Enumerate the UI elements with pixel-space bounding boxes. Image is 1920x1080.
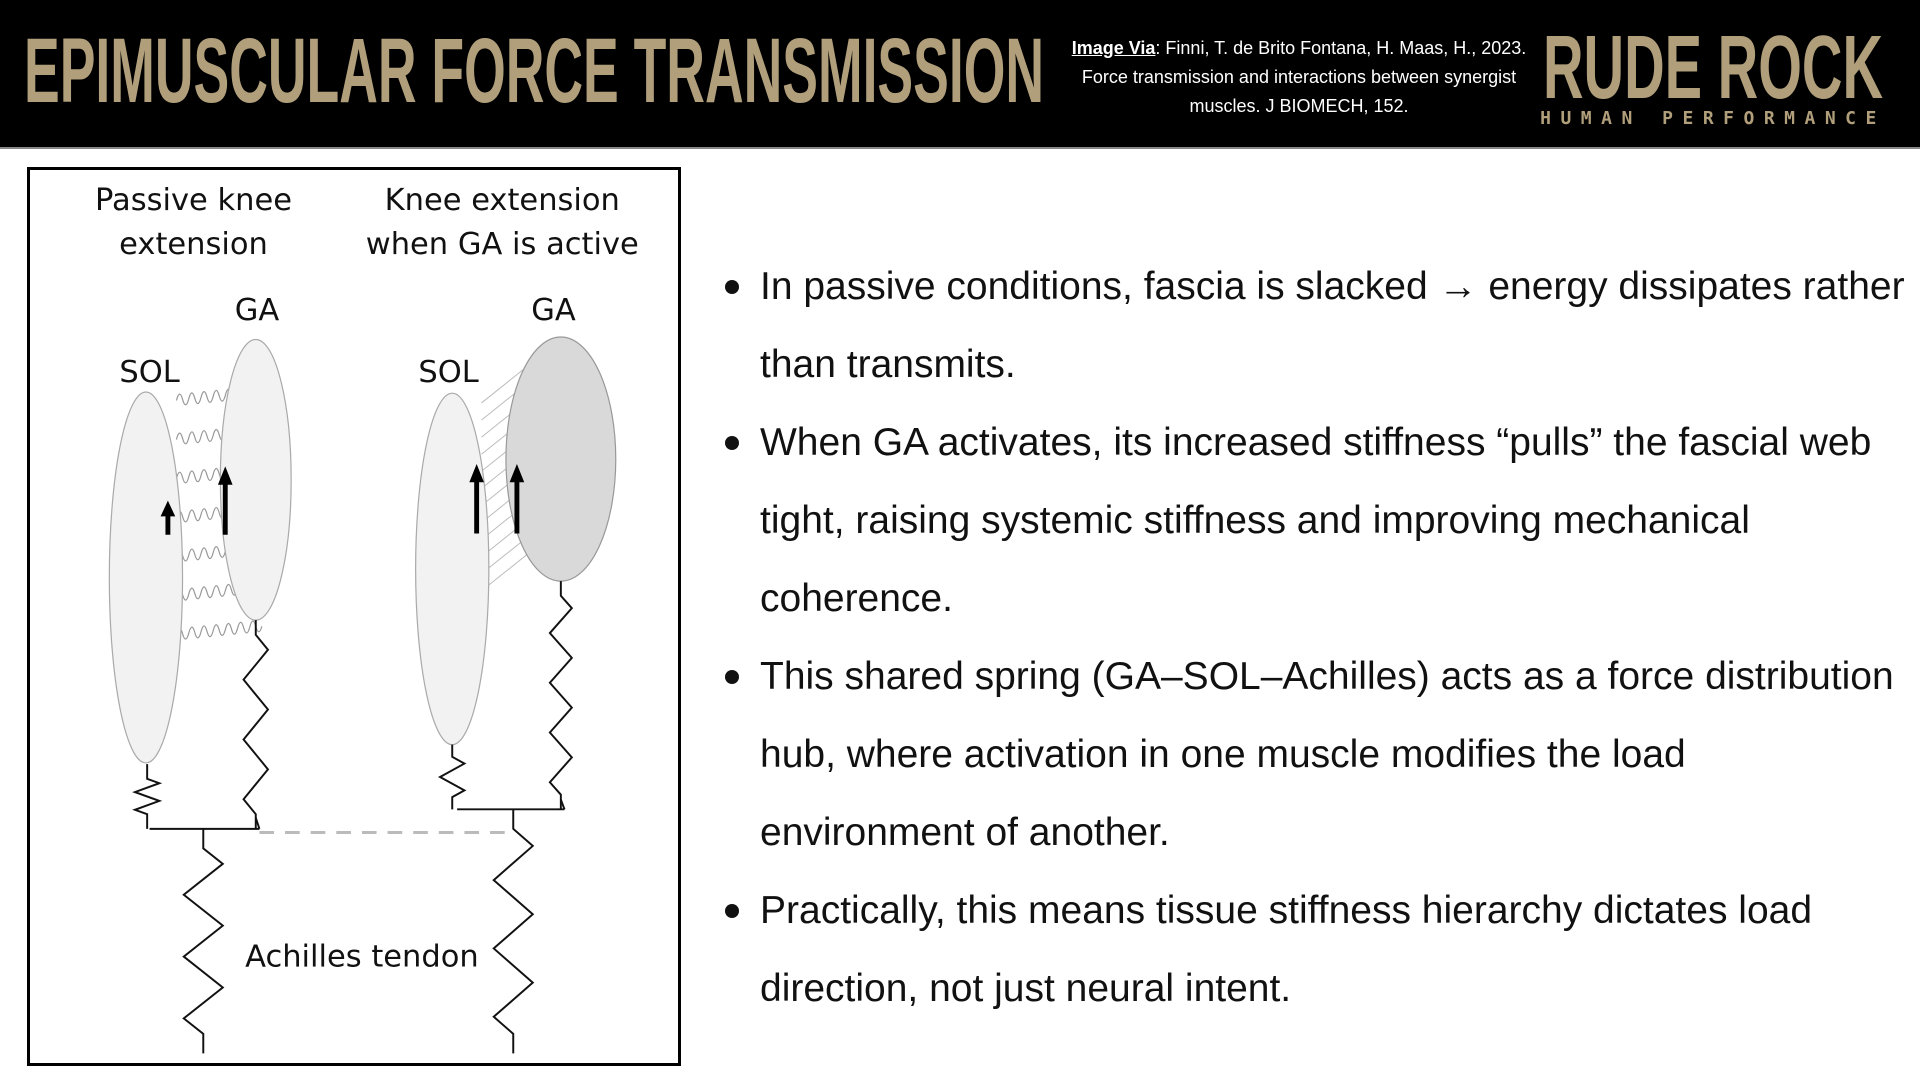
page-title: EPIMUSCULAR FORCE TRANSMISSION	[24, 30, 1044, 114]
tendon-connector	[559, 799, 566, 810]
spring	[132, 764, 163, 829]
arrow-up-icon	[217, 466, 233, 535]
image-citation: Image Via: Finni, T. de Brito Fontana, H…	[1068, 34, 1530, 121]
tendon-springs	[132, 581, 574, 1054]
force-arrows	[160, 463, 525, 535]
right-title-line2: when GA is active	[366, 227, 639, 262]
arrow-up-icon	[469, 463, 484, 534]
sol-label-right: SOL	[418, 355, 478, 390]
bullet-item: When GA activates, its increased stiffne…	[720, 404, 1910, 638]
tendon-connector	[254, 817, 261, 830]
spring	[242, 620, 270, 829]
ga-muscle-right-active	[505, 336, 617, 582]
bullet-list: In passive conditions, fascia is slacked…	[720, 248, 1910, 1028]
brand-logo: RUDE ROCK HUMAN PERFORMANCE	[1540, 18, 1886, 129]
page-title-wrap: EPIMUSCULAR FORCE TRANSMISSION	[24, 30, 1044, 114]
sol-muscle-right	[415, 392, 490, 746]
slack-fascia-spring	[175, 620, 263, 640]
spring	[438, 744, 467, 810]
arrow-up-icon	[160, 500, 176, 535]
spring	[548, 581, 574, 810]
bullet-item: This shared spring (GA–SOL–Achilles) act…	[720, 638, 1910, 872]
bullet-item: In passive conditions, fascia is slacked…	[720, 248, 1910, 404]
left-title-line2: extension	[119, 227, 268, 262]
spring	[492, 809, 535, 1054]
arrow-up-icon	[509, 463, 525, 534]
achilles-tendon-label: Achilles tendon	[245, 940, 479, 975]
logo-main: RUDE ROCK	[1543, 18, 1883, 108]
left-title-line1: Passive knee	[95, 183, 292, 218]
citation-text: : Finni, T. de Brito Fontana, H. Maas, H…	[1081, 38, 1527, 116]
bullet-item: Practically, this means tissue stiffness…	[720, 872, 1910, 1028]
muscle-diagram: Passive knee extension Knee extension wh…	[27, 167, 681, 1066]
ga-label-left: GA	[235, 293, 280, 328]
spring	[182, 828, 225, 1054]
ga-label-right: GA	[531, 293, 576, 328]
ga-muscle-left	[219, 338, 292, 621]
sol-muscle-left	[108, 391, 184, 764]
header-bar: EPIMUSCULAR FORCE TRANSMISSION Image Via…	[0, 0, 1920, 149]
right-title-line1: Knee extension	[385, 183, 620, 218]
logo-main-wrap: RUDE ROCK	[1543, 18, 1883, 108]
logo-sub: HUMAN PERFORMANCE	[1540, 108, 1886, 129]
sol-label-left: SOL	[119, 355, 179, 390]
citation-label: Image Via	[1071, 38, 1156, 58]
